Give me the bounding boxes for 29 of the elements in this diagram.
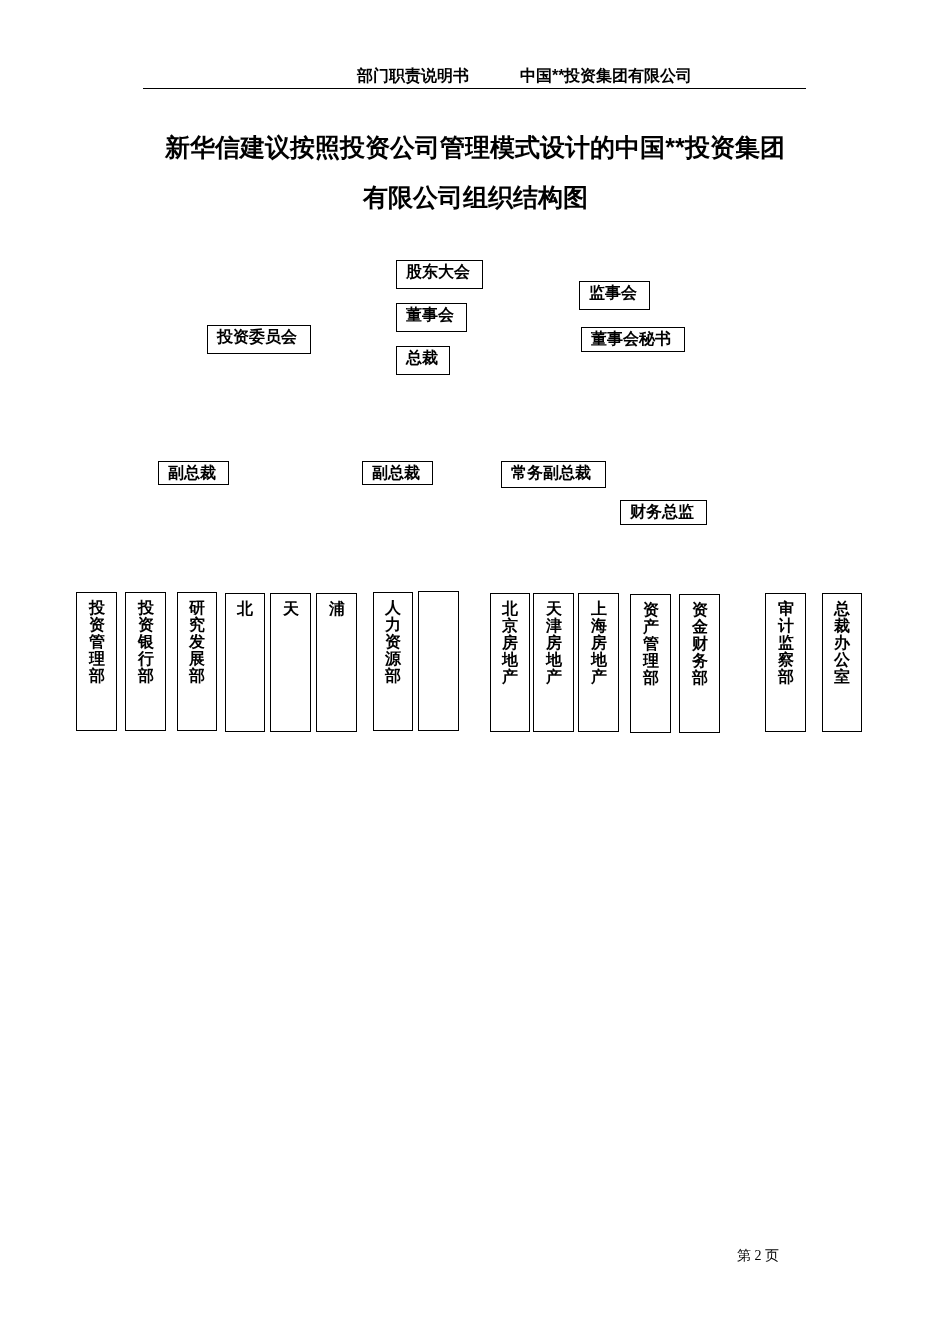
org-box: 股东大会 [396, 260, 483, 289]
header-text: 部门职责说明书 [357, 66, 469, 86]
org-box: 副总裁 [158, 461, 229, 485]
org-box: 天津房地产 [533, 593, 574, 732]
org-box: 财务总监 [620, 500, 707, 525]
org-box: 北京房地产 [490, 593, 530, 732]
org-box: 上海房地产 [578, 593, 619, 732]
org-box: 研究发展部 [177, 592, 217, 731]
org-box: 北 [225, 593, 265, 732]
org-box: 投资银行部 [125, 592, 166, 731]
header-text: 中国**投资集团有限公司 [520, 66, 693, 86]
title: 新华信建议按照投资公司管理模式设计的中国**投资集团有限公司组织结构图 [164, 132, 786, 213]
org-box: 总裁 [396, 346, 450, 375]
page-number: 第 2 页 [737, 1247, 779, 1265]
org-box: 天 [270, 593, 311, 732]
org-box: 常务副总裁 [501, 461, 606, 488]
org-box: 审计监察部 [765, 593, 806, 732]
org-box: 投资管理部 [76, 592, 117, 731]
org-box: 总裁办公室 [822, 593, 862, 732]
org-box: 副总裁 [362, 461, 433, 485]
org-box: 董事会 [396, 303, 467, 332]
org-box: 监事会 [579, 281, 650, 310]
org-box: 投资委员会 [207, 325, 311, 354]
empty-box [418, 591, 459, 731]
org-box: 资产管理部 [630, 594, 671, 733]
org-box: 人力资源部 [373, 592, 413, 731]
org-box: 资金财务部 [679, 594, 720, 733]
org-box: 董事会秘书 [581, 327, 685, 352]
org-box: 浦 [316, 593, 357, 732]
